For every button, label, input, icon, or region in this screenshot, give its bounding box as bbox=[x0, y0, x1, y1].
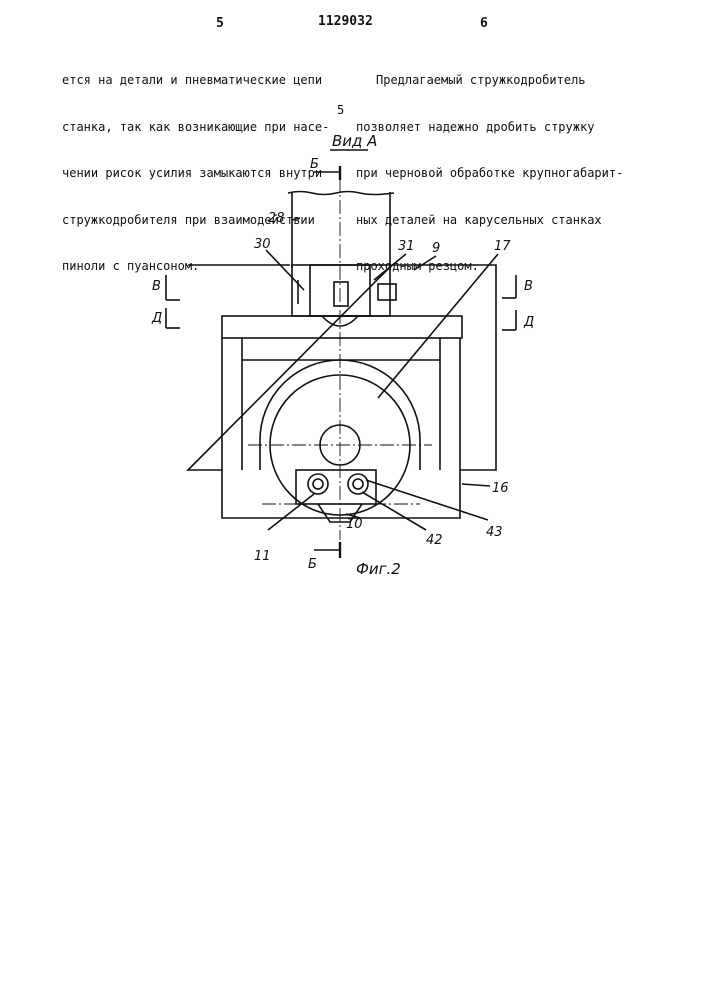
screw-11-inner bbox=[313, 479, 323, 489]
view-label: Вид А bbox=[332, 132, 377, 150]
callout-16: 16 bbox=[492, 481, 509, 496]
housing-outline bbox=[188, 265, 496, 518]
clamp-key bbox=[334, 282, 348, 306]
leader-17 bbox=[378, 254, 498, 398]
callout-28: 28 bbox=[268, 211, 285, 226]
clamp-block bbox=[292, 265, 390, 316]
section-label-b-bottom: Б bbox=[308, 557, 317, 572]
leader-9 bbox=[414, 256, 436, 270]
callout-10: 10 bbox=[346, 517, 363, 532]
section-label-v-left: В bbox=[152, 279, 161, 294]
section-label-b-top: Б bbox=[310, 157, 319, 172]
screw-43-inner bbox=[353, 479, 363, 489]
section-label-d-left: Д bbox=[151, 311, 162, 326]
callout-17: 17 bbox=[494, 239, 511, 254]
leader-16 bbox=[462, 484, 490, 486]
leader-28 bbox=[292, 218, 300, 220]
leader-11 bbox=[268, 494, 314, 530]
leader-42 bbox=[362, 492, 426, 530]
callout-42: 42 bbox=[426, 533, 443, 548]
callout-9: 9 bbox=[432, 241, 440, 256]
rod-break-line bbox=[288, 192, 394, 195]
section-label-d-right: Д bbox=[523, 315, 534, 330]
screw-43 bbox=[348, 474, 368, 494]
figure-caption: Фиг.2 bbox=[356, 560, 401, 578]
callout-30: 30 bbox=[254, 237, 271, 252]
clamp-screw-head bbox=[378, 284, 396, 300]
screw-11 bbox=[308, 474, 328, 494]
callout-11: 11 bbox=[254, 549, 271, 564]
bracket-plate bbox=[222, 316, 462, 338]
callout-31: 31 bbox=[398, 239, 415, 254]
callout-43: 43 bbox=[486, 525, 503, 540]
section-label-v-right: В bbox=[524, 279, 533, 294]
leader-30 bbox=[266, 250, 304, 290]
